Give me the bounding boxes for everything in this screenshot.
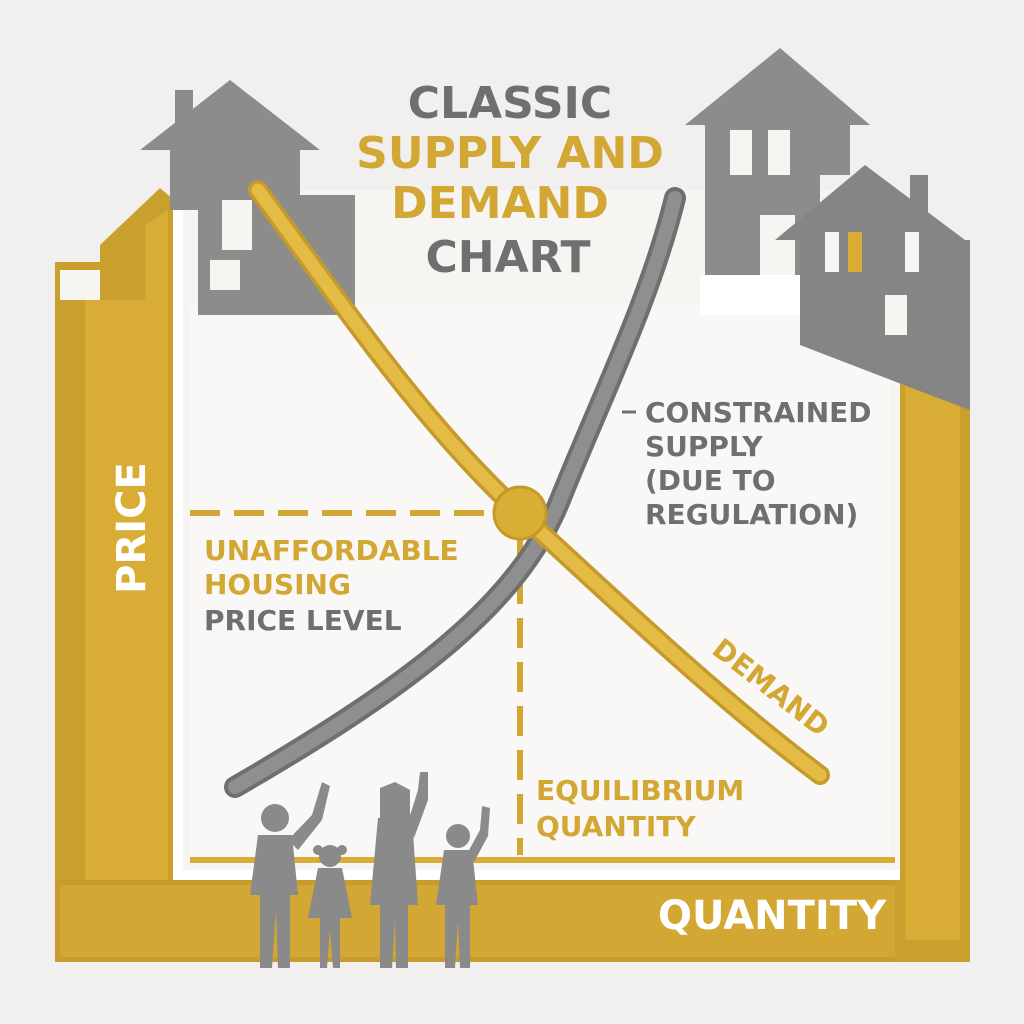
family-icon [250,772,490,968]
quantity-label-line-2: QUANTITY [536,810,696,843]
supply-label-line-1: CONSTRAINED [645,396,872,429]
supply-label-line-3: (DUE TO [645,464,776,497]
title-line-3: DEMAND [391,178,609,229]
title-line-2: SUPPLY AND [356,128,664,179]
x-axis-label: QUANTITY [658,893,887,939]
title-line-1: CLASSIC [408,78,612,129]
equilibrium-point [492,485,548,541]
chart-panel [173,190,900,880]
y-axis-label: PRICE [109,462,155,594]
house-icon [685,48,870,315]
price-label-line-1: UNAFFORDABLE [204,534,459,567]
house-icon [775,165,970,410]
price-label-line-3: PRICE LEVEL [204,604,402,637]
supply-label-line-4: REGULATION) [645,498,858,531]
supply-label-line-2: SUPPLY [645,430,763,463]
title-line-4: CHART [425,232,590,283]
quantity-label-line-1: EQUILIBRIUM [536,774,744,807]
supply-curve [224,187,686,798]
price-annotation: UNAFFORDABLE HOUSING PRICE LEVEL [204,534,459,637]
gold-frame [55,188,970,962]
price-label-line-2: HOUSING [204,568,351,601]
chart-title: CLASSIC SUPPLY AND DEMAND CHART [356,78,664,283]
supply-annotation: CONSTRAINED SUPPLY (DUE TO REGULATION) [622,396,872,531]
quantity-annotation: EQUILIBRIUM QUANTITY [536,774,744,843]
